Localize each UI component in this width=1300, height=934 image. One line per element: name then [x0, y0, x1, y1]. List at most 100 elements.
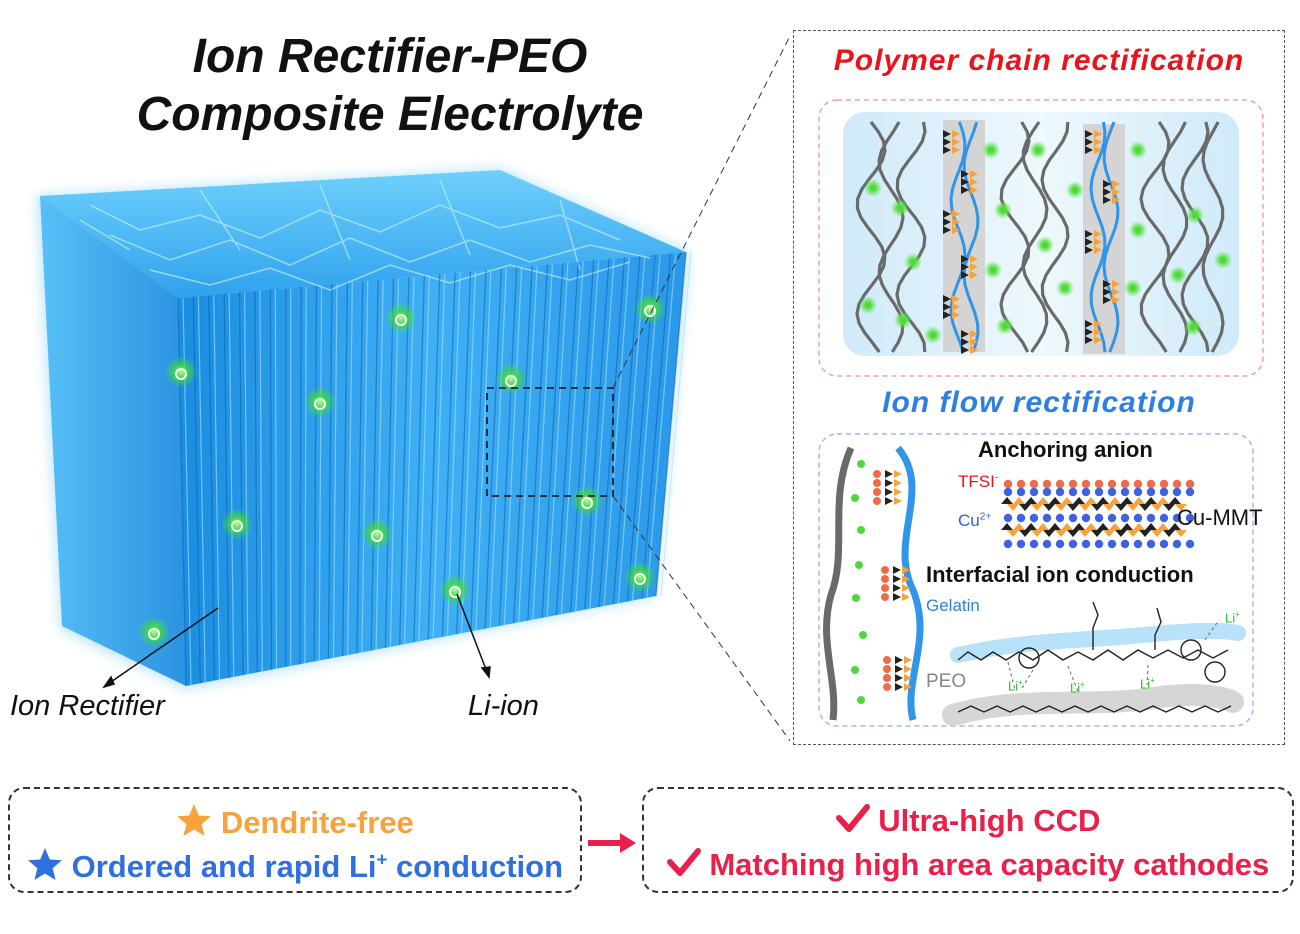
mmt-triangle — [1007, 530, 1019, 537]
li-label-3: Li+ — [1140, 676, 1155, 691]
polymer-box-background — [843, 112, 1239, 356]
tfsi-dot — [1133, 479, 1143, 489]
tfsi-dot — [1185, 479, 1195, 489]
lamella-highlight — [574, 260, 600, 613]
anchor-triangle-orange — [1112, 296, 1120, 304]
anchor-triangle-orange — [952, 210, 960, 218]
anchor-triangle-dark — [1085, 336, 1093, 344]
polymer-chain-title: Polymer chain rectification — [833, 44, 1245, 77]
li-ion-core — [897, 205, 903, 211]
peo-chain — [1180, 121, 1210, 353]
ordered-conduction-text-pre: Ordered and rapid Li — [71, 849, 377, 884]
checkmark-icon — [666, 848, 701, 876]
performance-box: Ultra-high CCD Matching high area capaci… — [642, 787, 1294, 893]
li-ion-dot — [855, 561, 863, 569]
lamella-line — [655, 251, 687, 597]
mmt-triangle — [1151, 530, 1163, 537]
anchor-triangle-orange — [902, 593, 910, 601]
mmt-triangle — [1115, 530, 1127, 537]
peo-chain — [999, 121, 1031, 353]
mmt-triangle — [1139, 530, 1151, 537]
lamella-highlight — [243, 292, 249, 676]
li-ion-core — [1135, 147, 1141, 153]
anchor-triangle-dark — [1103, 180, 1111, 188]
cu-dot — [1146, 539, 1156, 549]
anchor-triangle-orange — [1094, 230, 1102, 238]
li-ion-dot — [859, 631, 867, 639]
tfsi-dot — [881, 575, 889, 583]
block-top-face — [40, 170, 686, 298]
lamella-line — [498, 267, 518, 627]
lamella-highlight — [646, 253, 677, 599]
cu-dot — [1055, 539, 1065, 549]
li-label-4: Li+ — [1225, 610, 1240, 625]
anchor-triangle-orange — [970, 186, 978, 194]
lamella-line — [427, 274, 441, 640]
li-ion-dot — [857, 696, 865, 704]
lamella-line — [269, 289, 273, 670]
proline-ring-1 — [1018, 647, 1040, 669]
anchor-triangle-dark — [893, 575, 901, 583]
cu-dot — [1159, 513, 1169, 523]
ordered-conduction-line: Ordered and rapid Li+ conduction — [10, 847, 580, 885]
li-ion-core — [1175, 272, 1181, 278]
cu-dot — [1081, 487, 1091, 497]
peo-backbone-band — [942, 684, 1244, 726]
li-ion-core — [1130, 285, 1136, 291]
lamella-highlight — [589, 258, 615, 610]
tfsi-dot — [1120, 479, 1130, 489]
li-ion-core — [1035, 147, 1041, 153]
proline-ring-3 — [1204, 661, 1226, 683]
gelatin-strand — [895, 445, 924, 721]
mmt-triangle — [1001, 523, 1013, 530]
top-face-texture — [79, 179, 651, 291]
mmt-triangle — [1145, 497, 1157, 504]
lamella-line — [484, 268, 502, 629]
polymer-box-border — [818, 99, 1264, 377]
lamella-highlight — [274, 289, 278, 670]
mmt-triangle — [1037, 523, 1049, 530]
lamella-line — [512, 265, 533, 624]
li-ion-core — [1062, 285, 1068, 291]
li-ion-core — [1000, 207, 1006, 213]
blue-star-icon — [27, 848, 62, 880]
tfsi-dot — [1107, 479, 1117, 489]
mmt-triangle — [1115, 504, 1127, 511]
li-text: Li — [1008, 678, 1019, 694]
checkmark-icon — [835, 804, 870, 832]
anchor-triangle-dark — [1103, 280, 1111, 288]
cu-dot — [1055, 487, 1065, 497]
cu-dot — [1068, 539, 1078, 549]
interface-anchors — [873, 470, 912, 691]
anchor-triangle-dark — [885, 470, 893, 478]
ion-rectifier-pointer — [107, 607, 219, 685]
lamella-line — [455, 271, 472, 635]
tfsi-dot — [883, 656, 891, 664]
gelatin-chain — [962, 121, 980, 353]
glutamate-side-chain — [1154, 607, 1162, 650]
mmt-triangle — [1073, 497, 1085, 504]
anchor-triangle-dark — [885, 488, 893, 496]
cu-dot — [1042, 487, 1052, 497]
anchor-triangle-orange — [1094, 320, 1102, 328]
matching-cathodes-text: Matching high area capacity cathodes — [709, 847, 1270, 882]
anchor-triangle-dark — [893, 566, 901, 574]
lamella-highlight — [418, 275, 430, 643]
panel-illustrations — [818, 99, 1264, 727]
cu-dot — [1172, 487, 1182, 497]
mmt-triangle — [1157, 523, 1169, 530]
anchor-triangle-dark — [885, 497, 893, 505]
mmt-triangle — [1025, 523, 1037, 530]
mmt-triangle — [1073, 523, 1085, 530]
li-ion-core — [870, 185, 876, 191]
li-ion-core — [990, 267, 996, 273]
polymer-li-ions — [859, 141, 1232, 344]
anchor-triangle-dark — [961, 346, 969, 354]
anchor-triangle-dark — [1085, 130, 1093, 138]
mmt-triangle — [1043, 504, 1055, 511]
peo-chain — [1040, 121, 1070, 353]
cu-dot — [1120, 513, 1130, 523]
anchor-triangle-orange — [952, 130, 960, 138]
tfsi-dot — [881, 584, 889, 592]
cu-dot — [1133, 513, 1143, 523]
